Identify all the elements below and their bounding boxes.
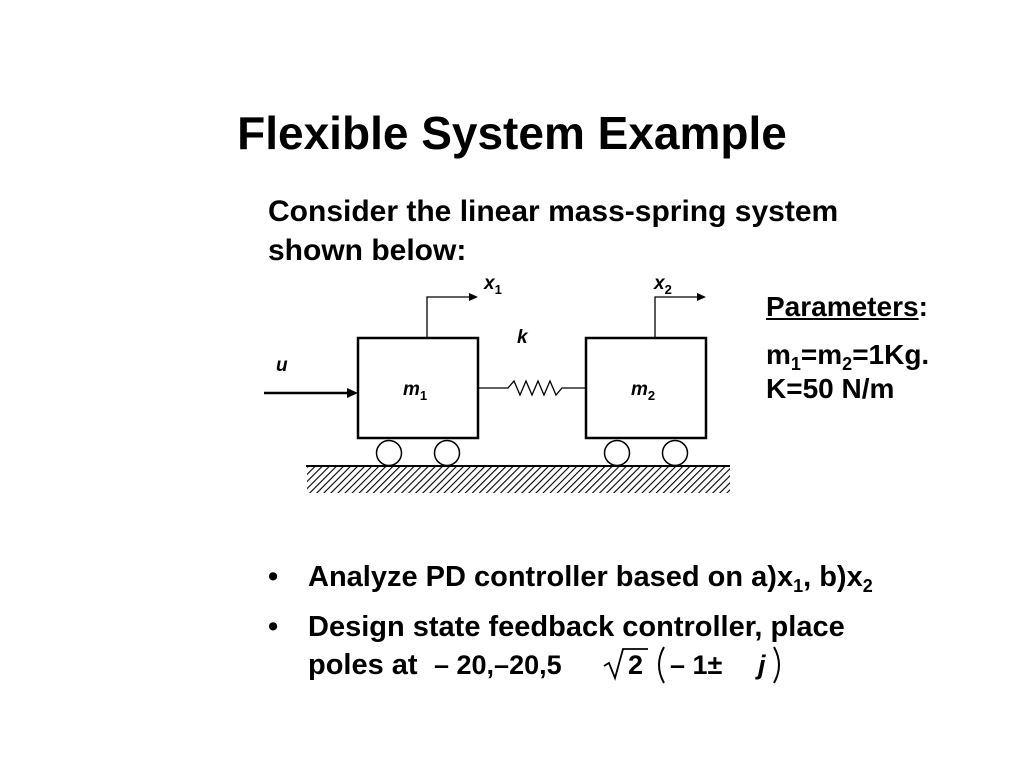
mass-1-label: m1: [403, 379, 427, 403]
bullet-dot: •: [268, 561, 279, 593]
slide-title: Flexible System Example: [237, 107, 787, 159]
mass-2-wheel-left: [603, 439, 631, 467]
poles-part-2: – 1±: [670, 650, 723, 680]
input-label: u: [276, 355, 288, 376]
parameters-box: Parameters: m1=m2=1Kg. K=50 N/m: [766, 290, 1006, 406]
bullet-pd-text: Analyze PD controller based on a)x1, b)x…: [308, 561, 873, 596]
mass-1-wheel-left: [375, 439, 403, 467]
mass-1-wheel-right: [433, 439, 461, 467]
bullet-dot: •: [268, 611, 279, 643]
mass-2-wheel-right: [661, 439, 689, 467]
disp-2-label: x2: [653, 273, 672, 297]
paren-right: [772, 646, 780, 684]
spring-parameter-line: K=50 N/m: [766, 373, 895, 404]
mass-2-label: m2: [631, 379, 655, 403]
sqrt-radicand: 2: [628, 650, 643, 680]
bullet-item-state-feedback: • Design state feedback controller, plac…: [268, 608, 1008, 684]
intro-text: Consider the linear mass-spring system s…: [268, 192, 968, 270]
intro-line-1: Consider the linear mass-spring system: [268, 195, 839, 228]
input-force-arrowhead: [347, 388, 358, 398]
poles-expression: – 20,–20,5 2 – 1± j: [434, 646, 780, 684]
spring-label: k: [517, 327, 529, 348]
paren-left: [657, 646, 665, 684]
mass-spring-diagram: m1 m2 k u x1 x2: [264, 273, 730, 493]
poles-part-1: – 20,–20,5: [434, 650, 562, 680]
mass-parameter-line: m1=m2=1Kg.: [766, 339, 930, 374]
disp-2-arrow-line: [654, 296, 698, 338]
disp-1-arrowhead: [469, 293, 478, 301]
bullet-list: • Analyze PD controller based on a)x1, b…: [268, 558, 1008, 696]
mass-1-block: [356, 336, 480, 440]
spring: [478, 379, 586, 397]
disp-1-label: x1: [483, 273, 502, 297]
bullet-sf-line-1: Design state feedback controller, place: [308, 611, 845, 643]
disp-2-arrowhead: [697, 293, 706, 301]
disp-1-arrow-line: [426, 296, 470, 338]
parameters-heading: Parameters:: [766, 291, 928, 322]
intro-line-2: shown below:: [268, 234, 467, 267]
sqrt-symbol: [603, 648, 648, 681]
poles-imag-unit: j: [755, 650, 766, 680]
bullet-item-pd: • Analyze PD controller based on a)x1, b…: [268, 558, 1008, 596]
ground-hatch: [307, 467, 730, 493]
bullet-sf-line-2: poles at – 20,–20,5 2 – 1± j: [308, 646, 1008, 684]
